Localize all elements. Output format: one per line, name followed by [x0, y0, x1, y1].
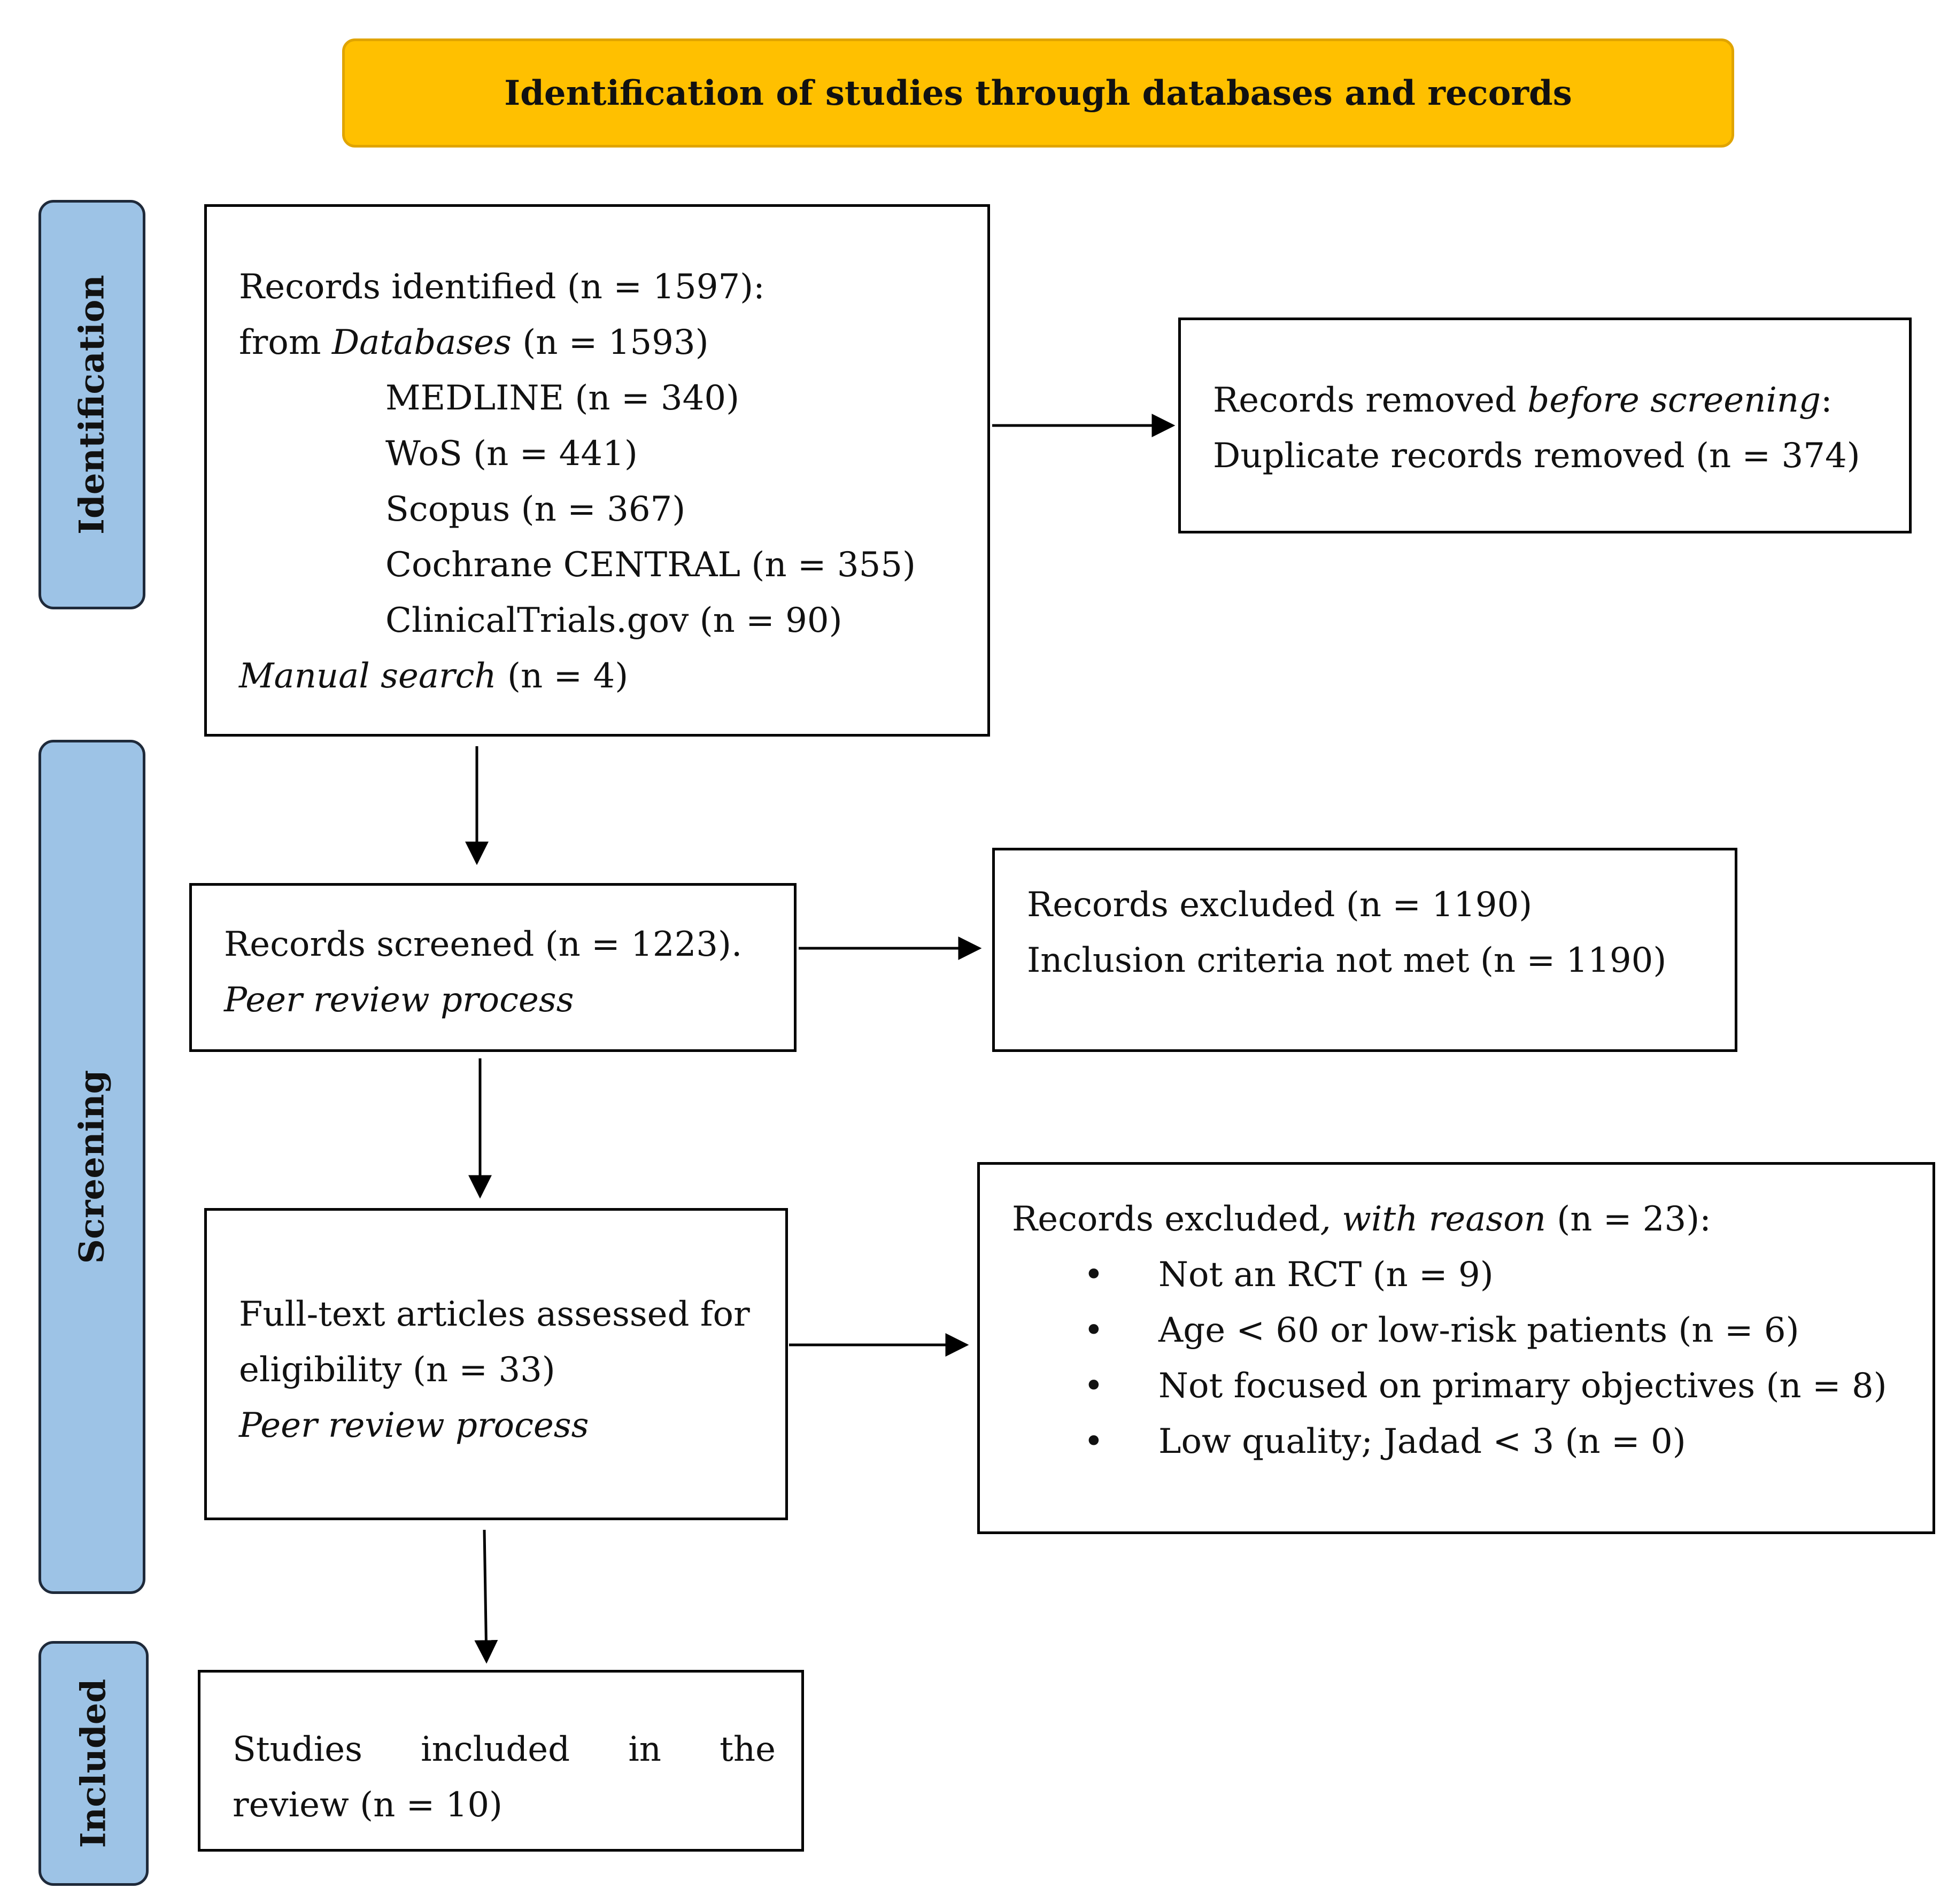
- records-identified-box: Records identified (n = 1597): from Data…: [204, 204, 990, 737]
- header-title: Identification of studies through databa…: [504, 73, 1572, 113]
- exclusion-reasons-list: Not an RCT (n = 9) Age < 60 or low-risk …: [1012, 1247, 1932, 1469]
- records-screened-count: Records screened (n = 1223).: [224, 925, 743, 964]
- database-medline: MEDLINE (n = 340): [385, 378, 740, 418]
- excluded-with-reason-heading: Records excluded, with reason (n = 23):: [1012, 1199, 1711, 1239]
- phase-screening: Screening: [38, 740, 145, 1594]
- records-identified-total: Records identified (n = 1597):: [239, 267, 765, 307]
- records-removed-heading: Records removed before screening:: [1213, 381, 1833, 420]
- screened-peer-review: Peer review process: [224, 980, 574, 1020]
- full-text-assessed-box: Full-text articles assessed for eligibil…: [204, 1208, 788, 1520]
- full-text-eligibility-count: eligibility (n = 33): [239, 1350, 555, 1390]
- manual-search-line: Manual search (n = 4): [239, 656, 629, 696]
- records-screened-box: Records screened (n = 1223). Peer review…: [189, 883, 797, 1052]
- duplicates-removed: Duplicate records removed (n = 374): [1213, 436, 1860, 476]
- records-excluded-count: Records excluded (n = 1190): [1027, 885, 1533, 925]
- records-excluded-reasons-box: Records excluded, with reason (n = 23): …: [977, 1162, 1935, 1534]
- inclusion-criteria-not-met: Inclusion criteria not met (n = 1190): [1027, 941, 1667, 980]
- studies-included-line1: Studies included in the: [233, 1730, 776, 1769]
- reason-age-low-risk: Age < 60 or low-risk patients (n = 6): [1084, 1303, 1932, 1358]
- database-clinicaltrials: ClinicalTrials.gov (n = 90): [385, 601, 842, 640]
- reason-not-rct: Not an RCT (n = 9): [1084, 1247, 1932, 1303]
- reason-low-quality: Low quality; Jadad < 3 (n = 0): [1084, 1414, 1932, 1469]
- records-removed-box: Records removed before screening: Duplic…: [1178, 318, 1912, 533]
- phase-included: Included: [38, 1641, 149, 1886]
- records-excluded-box: Records excluded (n = 1190) Inclusion cr…: [992, 848, 1737, 1052]
- database-wos: WoS (n = 441): [385, 434, 638, 474]
- header-banner: Identification of studies through databa…: [342, 38, 1734, 148]
- studies-included-box: Studies included in the review (n = 10): [198, 1670, 804, 1852]
- arrow-fulltext-to-included: [474, 1529, 498, 1664]
- studies-included-count: review (n = 10): [233, 1785, 503, 1825]
- database-scopus: Scopus (n = 367): [385, 490, 686, 529]
- reason-not-primary-objectives: Not focused on primary objectives (n = 8…: [1084, 1358, 1932, 1414]
- databases-line: from Databases (n = 1593): [239, 323, 709, 362]
- database-cochrane: Cochrane CENTRAL (n = 355): [385, 545, 916, 585]
- full-text-peer-review: Peer review process: [239, 1406, 589, 1445]
- full-text-line1: Full-text articles assessed for: [239, 1295, 750, 1334]
- phase-identification: Identification: [38, 200, 145, 609]
